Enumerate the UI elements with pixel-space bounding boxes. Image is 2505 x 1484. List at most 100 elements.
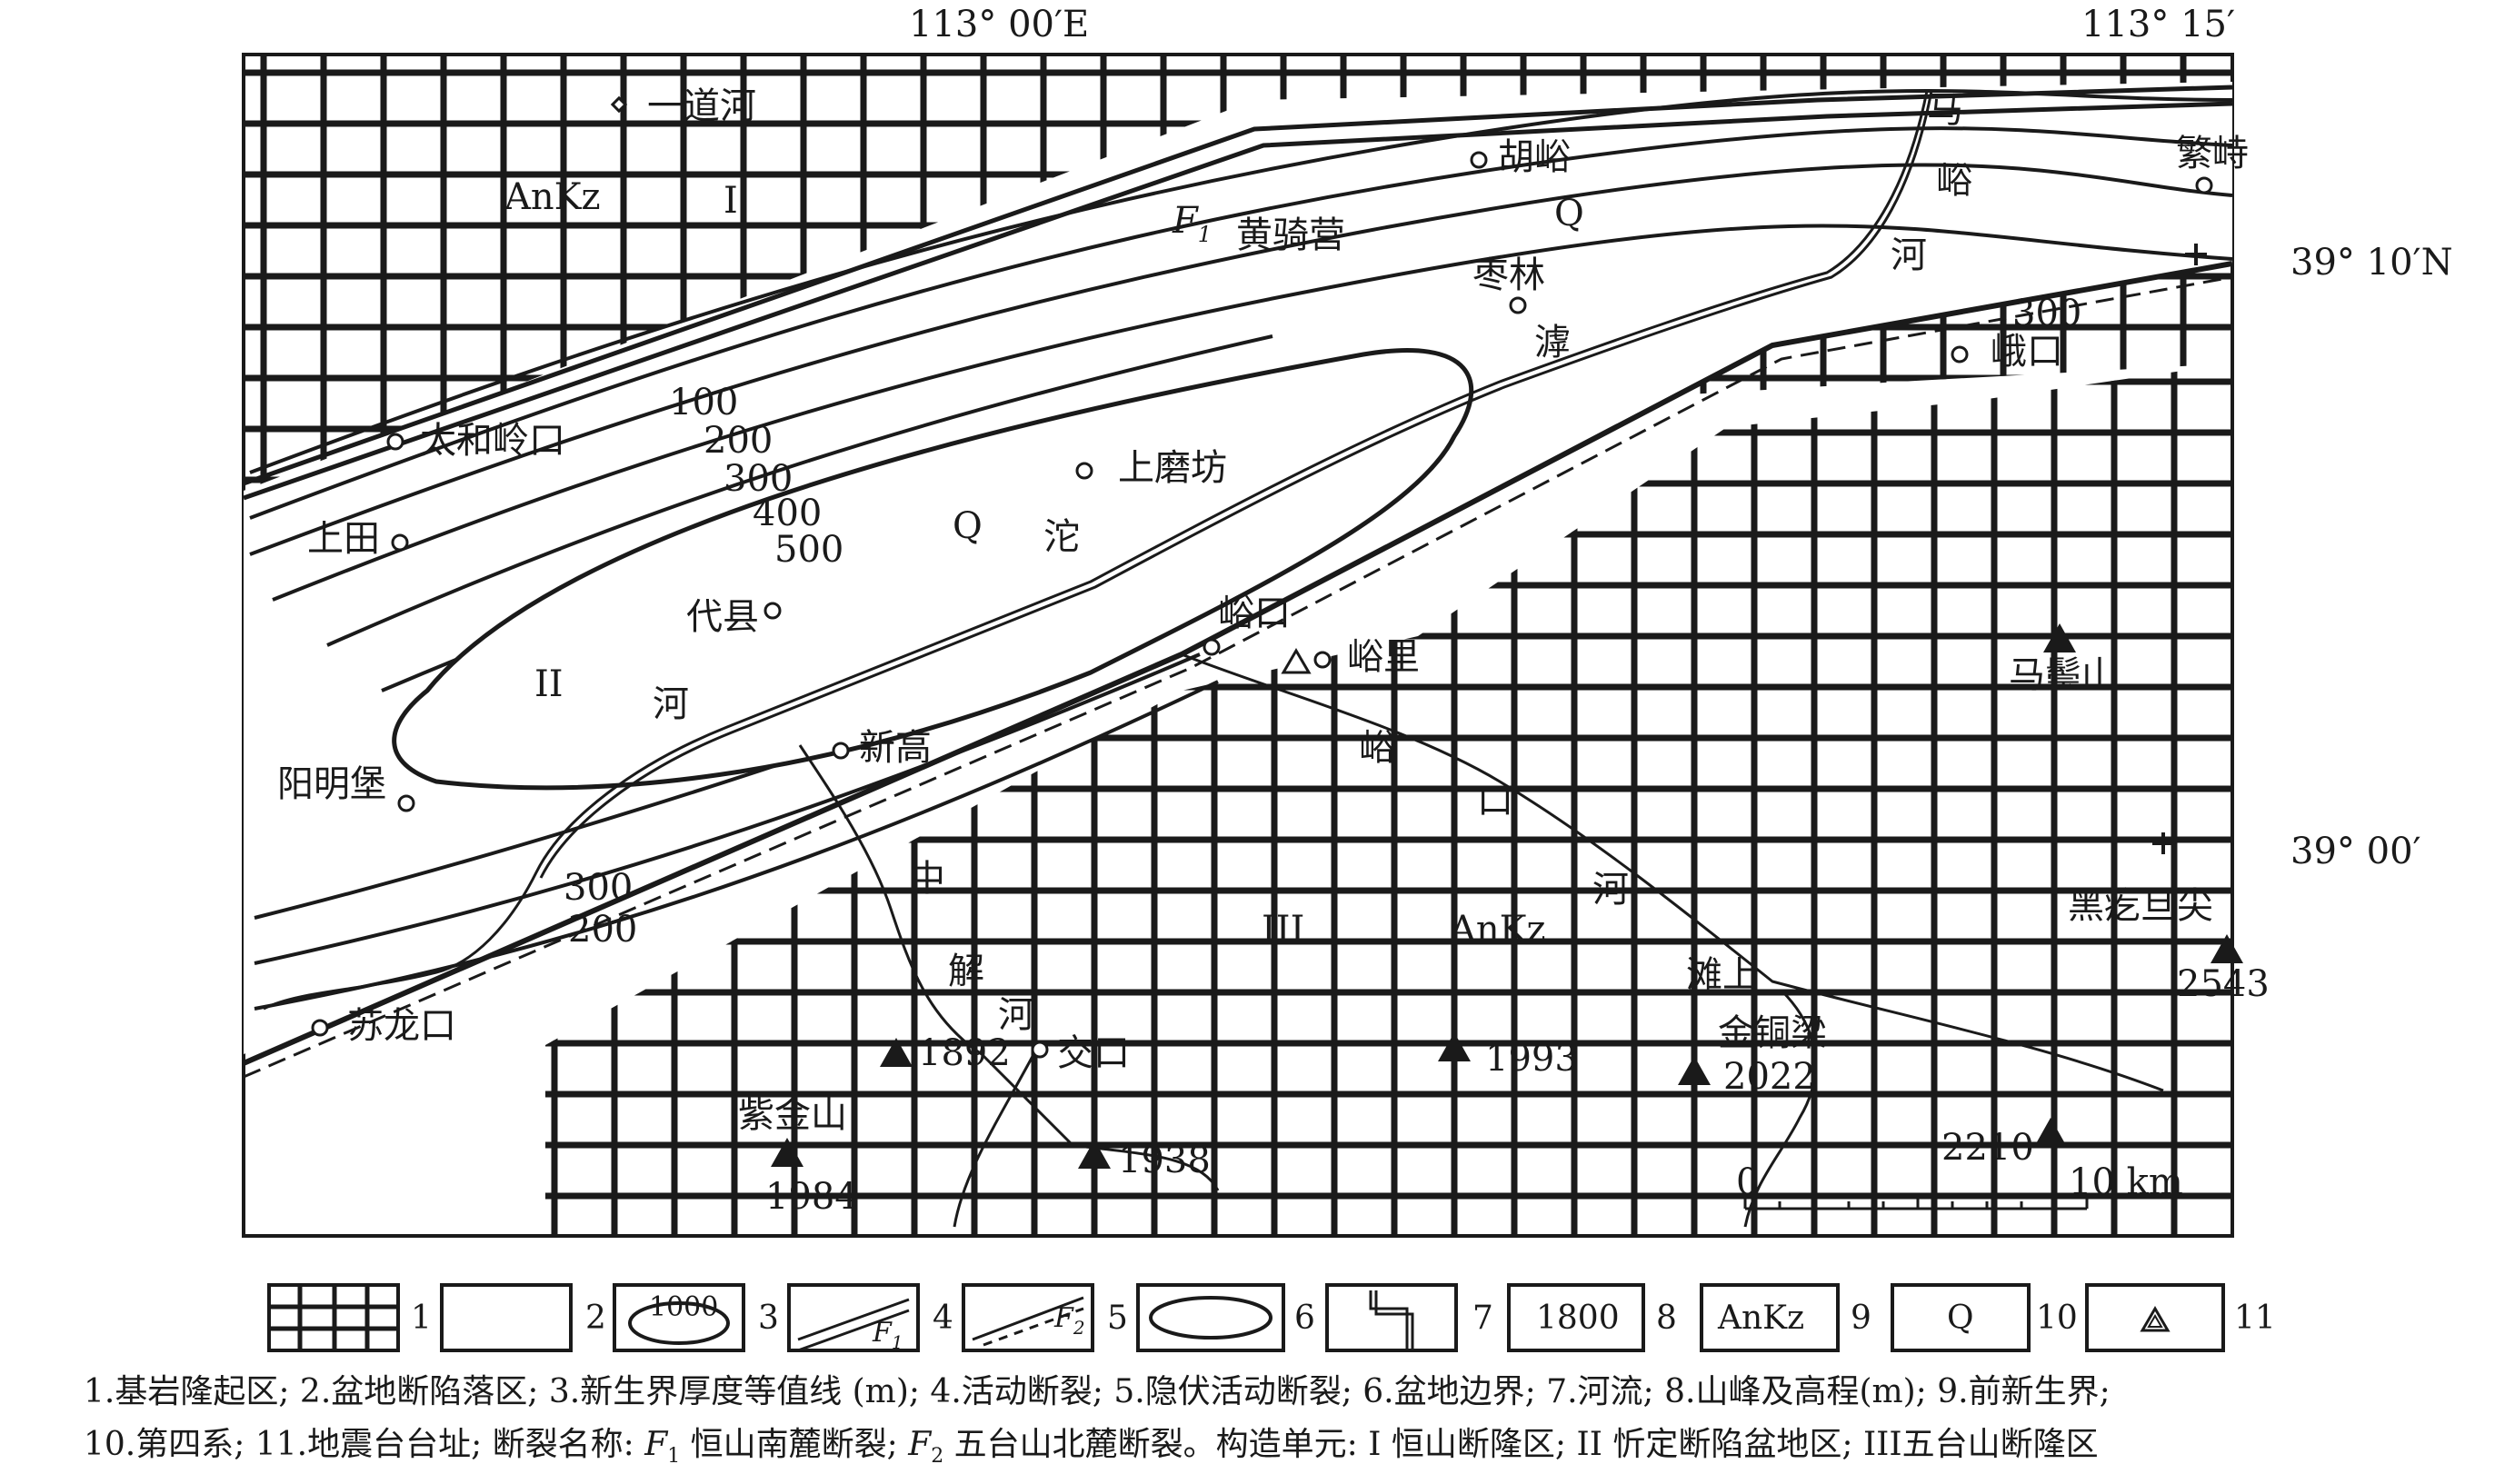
town-marker-sulongkou — [311, 1019, 329, 1037]
unit-roman-ii: II — [534, 663, 564, 705]
place-xingao: 新高 — [859, 727, 932, 769]
legend-box-5-sub: 2 — [1073, 1317, 1085, 1339]
peak-icon-1892 — [880, 1038, 913, 1067]
town-marker-xingao — [832, 742, 850, 760]
legend-num-10: 10 — [2036, 1300, 2078, 1337]
contour-label-400: 400 — [753, 493, 822, 534]
town-marker-jiaokou — [1031, 1041, 1049, 1059]
legend-box-2 — [440, 1283, 573, 1352]
legend-box-10-text: Q — [1947, 1300, 1974, 1337]
river-hutuo-3: 河 — [653, 683, 689, 725]
legend-box-8-text: 1800 — [1536, 1300, 1620, 1337]
contour-label-100: 100 — [669, 382, 738, 423]
place-mazongshan: 马鬃山 — [2009, 654, 2118, 696]
legend-num-7: 7 — [1472, 1300, 1493, 1337]
unit-q-north: Q — [1554, 193, 1584, 234]
place-daohe: 一道河 — [647, 85, 756, 127]
place-tanshang: 滩上 — [1686, 954, 1759, 996]
scale-bar — [1743, 1198, 2089, 1210]
coordinate-ticks — [2152, 244, 2207, 854]
legend-box-5-letter: F2 — [1053, 1302, 1085, 1339]
legend-box-9 — [1700, 1283, 1840, 1352]
river-yukou-3: 河 — [1592, 869, 1629, 911]
unit-q-basin: Q — [953, 505, 983, 547]
fault-f1 — [244, 85, 2232, 501]
river-yukou-1: 峪 — [1359, 727, 1395, 769]
lon-label-113-00: 113° 00′E — [909, 4, 1089, 45]
legend-num-5: 5 — [1107, 1300, 1128, 1337]
place-yangmingbao: 阳明堡 — [277, 763, 386, 805]
town-marker-shangtian — [391, 533, 409, 552]
contour-label-300-ne: 300 — [2012, 293, 2081, 334]
river-zhongjie-3: 河 — [998, 994, 1034, 1036]
fault-f2 — [244, 261, 2232, 1079]
contour-label-200-sw: 200 — [568, 909, 637, 951]
legend — [267, 1283, 2225, 1352]
town-marker-yangmingbao — [397, 794, 415, 812]
place-ekou: 峨口 — [1991, 331, 2063, 373]
river-zhongjie-2: 解 — [948, 951, 984, 992]
town-marker-ekou — [1951, 345, 1969, 364]
fault-f1-letter: F — [1172, 200, 1199, 242]
peak-label-1938: 1938 — [1118, 1140, 1211, 1181]
legend-num-11: 11 — [2234, 1300, 2276, 1337]
legend-box-5-F: F — [1053, 1302, 1074, 1334]
town-markers — [311, 95, 2213, 1059]
peak-label-1892: 1892 — [918, 1032, 1011, 1074]
caption-line-2: 10.第四系; 11.地震台台址; 断裂名称: F1 恒山南麓断裂; F2 五台… — [84, 1418, 2465, 1484]
legend-box-4 — [787, 1283, 920, 1352]
town-marker-huyu — [1470, 151, 1488, 169]
legend-box-4-sub: 1 — [892, 1331, 903, 1353]
river-hutuo-2: 沱 — [1043, 516, 1080, 558]
town-marker-taiheling — [386, 433, 404, 451]
unit-ankz-north: AnKz — [504, 176, 601, 218]
fault-f1-label: F1 — [1172, 200, 1212, 247]
peak-icon-1993 — [1438, 1032, 1471, 1061]
legend-num-4: 4 — [933, 1300, 953, 1337]
peak-icon-1984 — [771, 1138, 803, 1167]
legend-box-8 — [1507, 1283, 1645, 1352]
peak-label-2210: 2210 — [1941, 1127, 2034, 1169]
scale-label-zero: 0 — [1736, 1161, 1759, 1203]
caption-line-2a: 10.第四系; 11.地震台台址; 断裂名称: — [84, 1426, 645, 1463]
caption-f2-subscript: 2 — [931, 1445, 944, 1469]
peak-icon-1938 — [1078, 1140, 1111, 1169]
legend-num-6: 6 — [1294, 1300, 1315, 1337]
legend-box-3-text: 1000 — [649, 1291, 718, 1323]
place-huangqiying: 黄骑营 — [1236, 214, 1345, 256]
place-fanshi: 繁峙 — [2176, 133, 2249, 174]
river-mayu-3: 河 — [1891, 234, 1927, 276]
peak-label-1984: 1984 — [765, 1176, 858, 1218]
lat-label-39-00: 39° 00′ — [2290, 831, 2421, 872]
place-shangmofang: 上磨坊 — [1118, 447, 1227, 489]
town-marker-daohe — [610, 95, 628, 114]
town-marker-daixian — [763, 602, 782, 620]
river-yukou-2: 口 — [1477, 780, 1513, 822]
legend-box-10 — [1891, 1283, 2031, 1352]
legend-box-4-F: F — [872, 1317, 893, 1349]
place-heigeda: 黑疙旦尖 — [2068, 885, 2213, 927]
place-shangtian: 上田 — [307, 518, 380, 560]
river-zhongjie-1: 中 — [909, 858, 945, 900]
unit-roman-iii: III — [1262, 909, 1304, 951]
peak-label-1993: 1993 — [1485, 1038, 1578, 1080]
legend-box-9-text: AnKz — [1717, 1300, 1804, 1337]
town-marker-zaolin — [1509, 296, 1527, 314]
unit-roman-i: I — [724, 180, 738, 222]
town-marker-yuli — [1313, 651, 1332, 669]
basin-boundary — [392, 348, 1474, 791]
legend-box-4-letter: F1 — [872, 1317, 903, 1353]
caption-f1-subscript: 1 — [667, 1445, 681, 1469]
place-sulongkou: 苏龙口 — [347, 1005, 456, 1047]
caption-f2-letter: F — [908, 1426, 932, 1463]
peak-markers — [771, 623, 2243, 1169]
peak-label-2543: 2543 — [2177, 963, 2270, 1005]
place-zaolin: 枣林 — [1472, 254, 1545, 296]
peak-icon-2543 — [2211, 934, 2243, 963]
lat-label-39-10: 39° 10′N — [2290, 242, 2453, 284]
caption-line-2b: 恒山南麓断裂; — [680, 1426, 909, 1463]
town-marker-yukou — [1203, 638, 1221, 656]
town-marker-shangmofang — [1075, 462, 1093, 480]
peak-icon-mazongshan — [2043, 623, 2076, 652]
